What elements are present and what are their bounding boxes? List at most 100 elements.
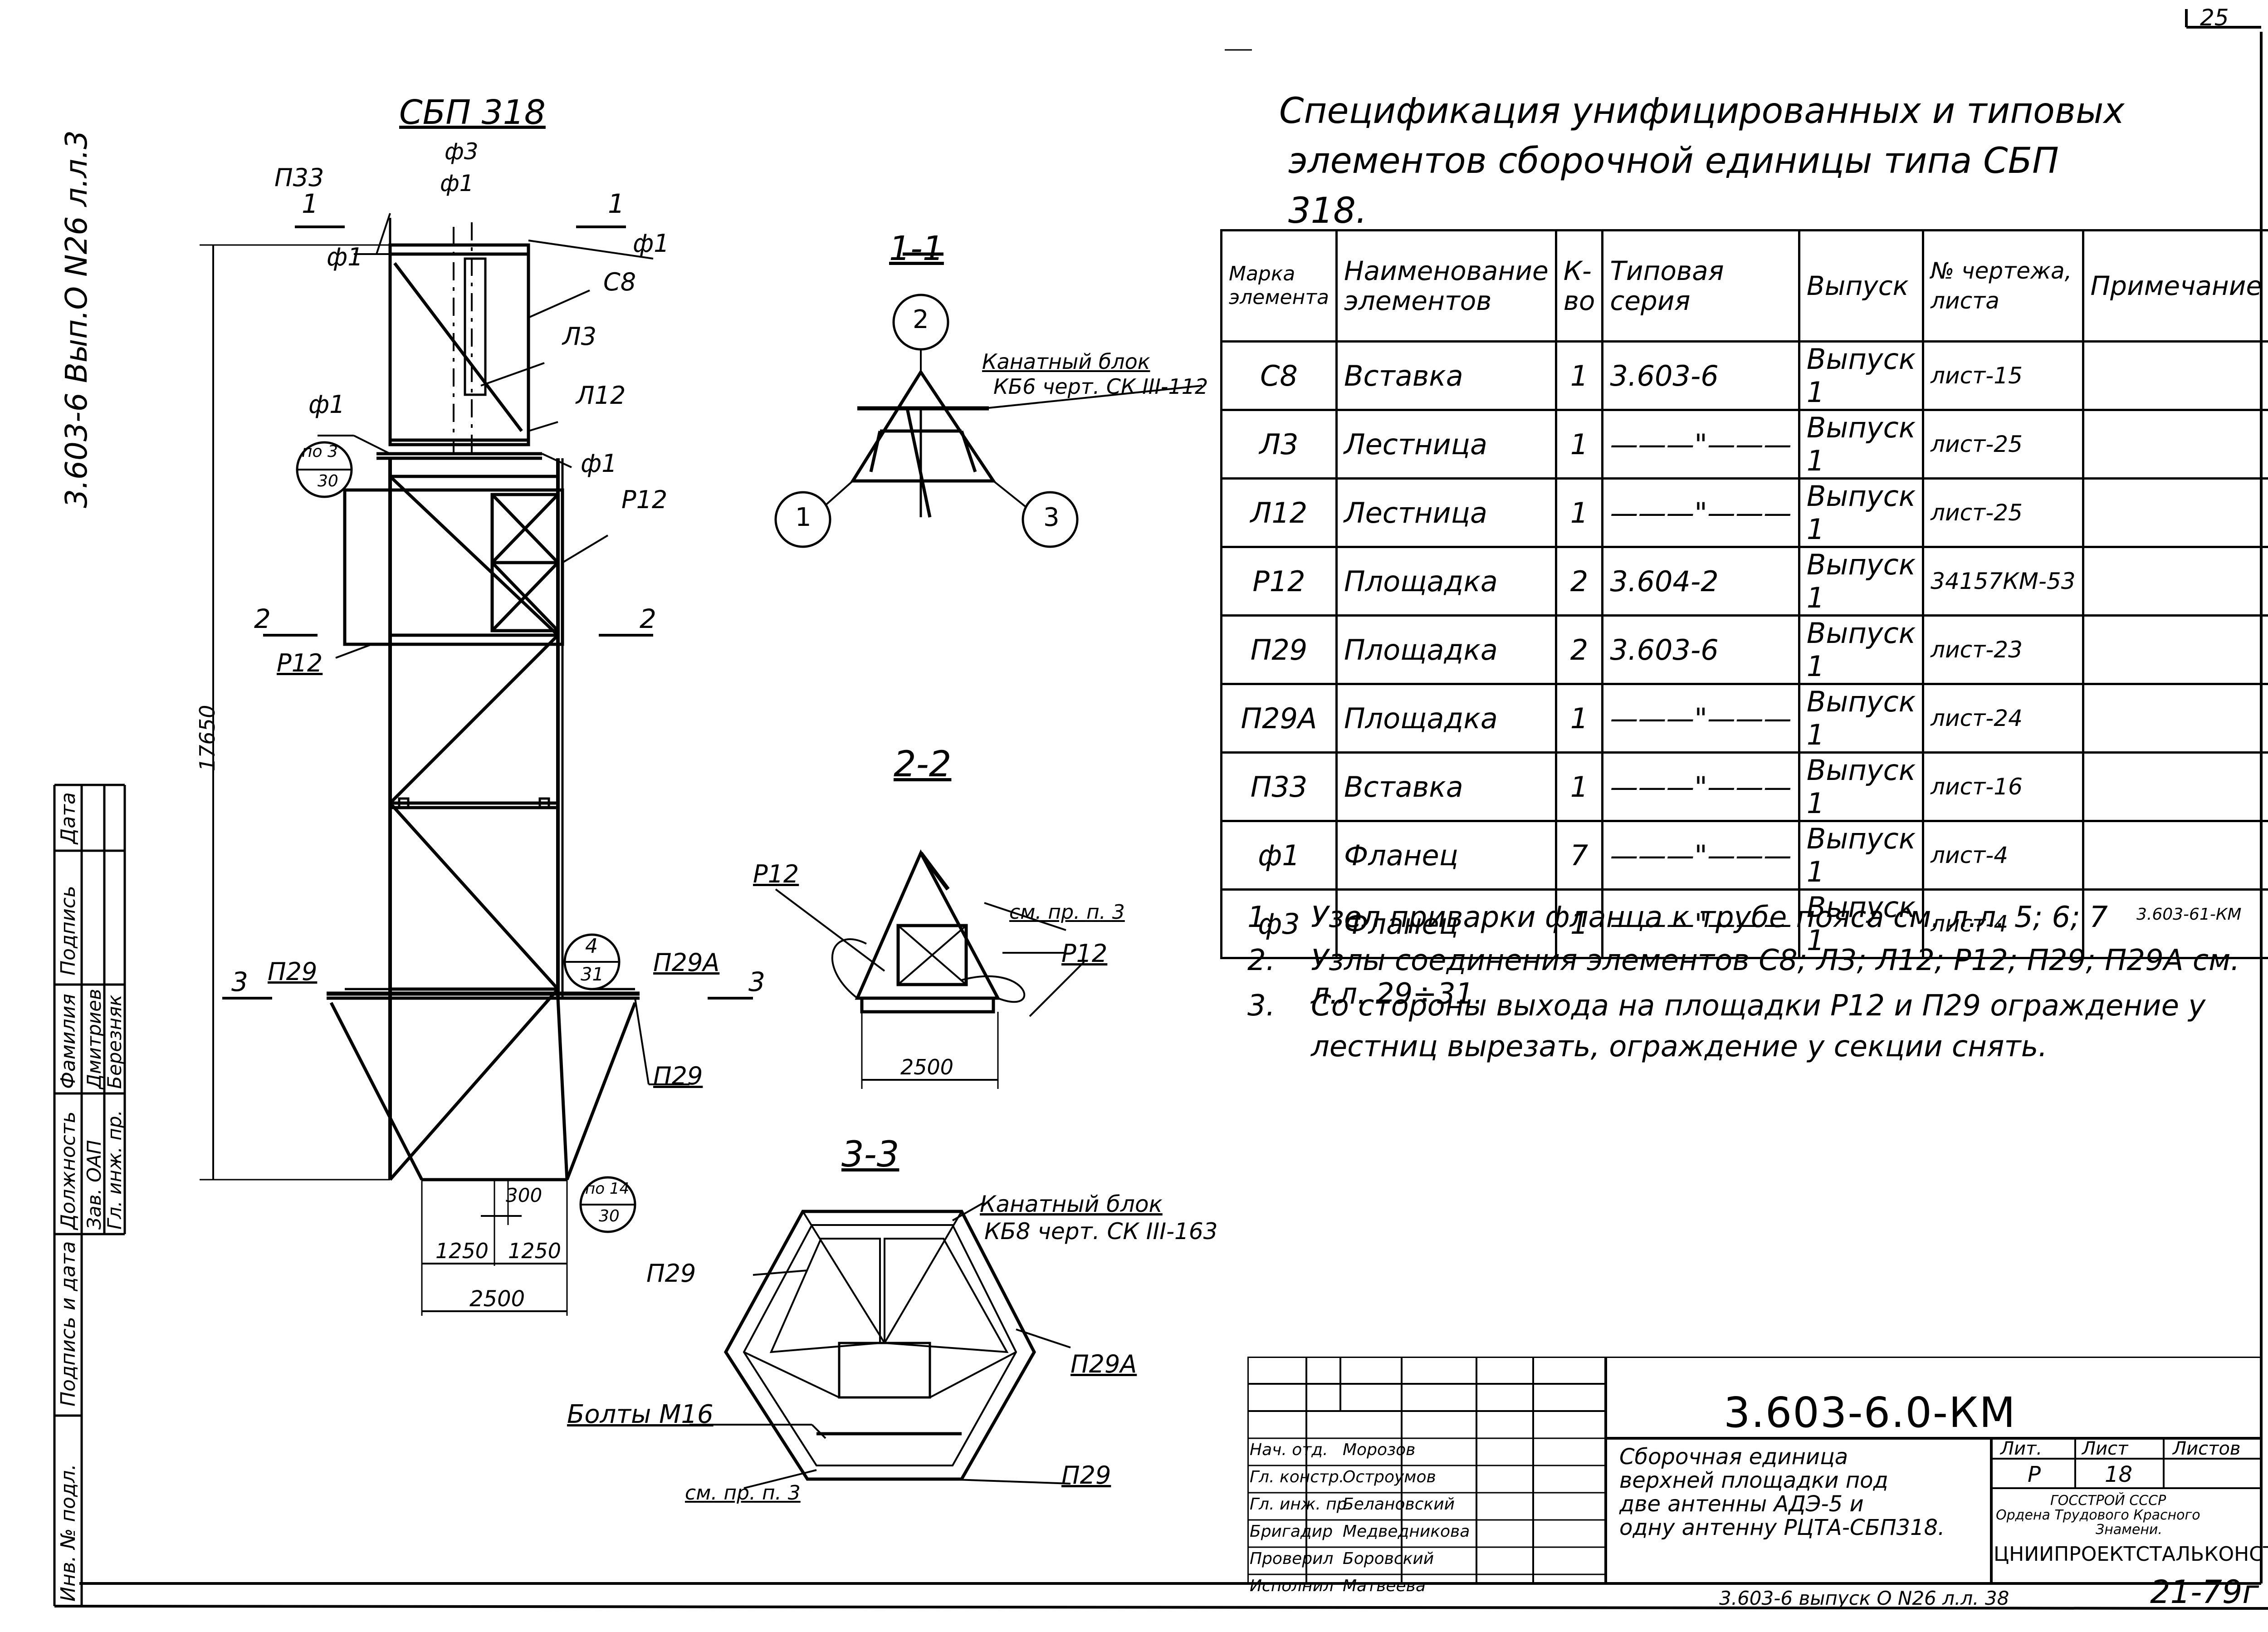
- org-line-1: ГОССТРОЙ СССР: [2050, 1493, 2166, 1509]
- spec-cell-note: [2082, 340, 2268, 411]
- page-number: 25: [2200, 5, 2229, 31]
- spec-header-series: Типовая серия: [1601, 229, 1800, 343]
- spec-cell-series: 3.603-6: [1601, 614, 1800, 685]
- spec-header-issue: Выпуск: [1798, 229, 1925, 343]
- section-2-2-note: см. пр. п. 3: [1009, 901, 1125, 924]
- role-title: Бригадир: [1250, 1522, 1333, 1541]
- spec-title-line-1: Спецификация унифицированных и типовых: [1279, 91, 2125, 132]
- spec-cell-drawing: 34157КМ-53: [1922, 546, 2084, 617]
- spec-cell-name: Площадка: [1335, 546, 1557, 617]
- spec-cell-series: ———"———: [1601, 820, 1800, 891]
- spec-cell-qty: 7: [1554, 820, 1604, 891]
- spec-cell-drawing: лист-16: [1922, 751, 2084, 822]
- block-note-kb8-2: КБ8 черт. СК III-163: [984, 1218, 1218, 1245]
- spec-cell-note: [2082, 409, 2268, 480]
- section-3-3-p29-left: П29: [646, 1259, 696, 1288]
- spec-cell-mark: Р12: [1220, 546, 1338, 617]
- note-number: 1.: [1247, 901, 1276, 934]
- spec-cell-qty: 1: [1554, 751, 1604, 822]
- spec-cell-drawing: лист-4: [1922, 888, 2084, 959]
- lit-value: Р: [2028, 1462, 2041, 1487]
- label-f1-mid-right: ф1: [581, 449, 617, 478]
- block-note-kb8-1: Канатный блок: [980, 1191, 1163, 1217]
- role-person: Медведникова: [1343, 1522, 1470, 1541]
- section-1-1-circle-2: 2: [913, 305, 929, 334]
- spec-cell-mark: П29: [1220, 614, 1338, 685]
- section-3-3-title: 3-3: [841, 1134, 899, 1175]
- role-title: Нач. отд.: [1250, 1441, 1328, 1459]
- label-p29-bottom: П29: [653, 1062, 703, 1090]
- callout-14-30-top: по 14: [585, 1180, 630, 1198]
- spec-cell-qty: 1: [1554, 340, 1604, 411]
- spec-cell-qty: 2: [1554, 614, 1604, 685]
- spec-cell-name: Лестница: [1335, 409, 1557, 480]
- note-number: 3.: [1247, 989, 1276, 1023]
- note-1-extra: 3.603-61-КМ: [2136, 905, 2242, 924]
- section-2-right: 2: [640, 603, 656, 634]
- role-title: Исполнил: [1250, 1577, 1334, 1595]
- spec-table: Марка элемента Наименование элементов К-…: [1220, 229, 2268, 959]
- bolts-label: Болты М16: [567, 1400, 714, 1429]
- sheet-label: Лист: [2082, 1438, 2128, 1459]
- spec-cell-drawing: лист-23: [1922, 614, 2084, 685]
- spec-title-line-2: элементов сборочной единицы типа СБП 318…: [1288, 141, 2059, 231]
- spec-cell-mark: ф1: [1220, 820, 1338, 891]
- dim-2500: 2500: [469, 1286, 525, 1312]
- spec-cell-qty: 1: [1554, 409, 1604, 480]
- section-1-1-drawing: [774, 252, 1202, 548]
- spec-cell-mark: Л12: [1220, 477, 1338, 548]
- callout-14-30-bottom: 30: [599, 1207, 620, 1225]
- note-number: 2.: [1247, 944, 1276, 977]
- spec-cell-series: ———"———: [1601, 751, 1800, 822]
- spec-cell-mark: С8: [1220, 340, 1338, 411]
- spec-header-mark: Марка элемента: [1220, 229, 1338, 343]
- label-r12-right: Р12: [621, 485, 668, 514]
- section-3-3-note: см. пр. п. 3: [685, 1481, 801, 1505]
- spec-cell-note: [2082, 477, 2268, 548]
- spec-cell-note: [2082, 546, 2268, 617]
- callout-3-30-bottom: 30: [318, 472, 338, 490]
- role-title: Гл. констр.: [1250, 1468, 1344, 1486]
- spec-cell-issue: Выпуск 1: [1798, 614, 1925, 685]
- spec-cell-qty: 1: [1554, 888, 1604, 959]
- section-2-2-p12-right: Р12: [1061, 939, 1108, 968]
- section-1-right: 1: [608, 188, 625, 219]
- dim-1250-right: 1250: [508, 1239, 562, 1263]
- spec-cell-note: [2082, 820, 2268, 891]
- label-p33: П33: [274, 163, 324, 192]
- role-title: Проверил: [1250, 1549, 1334, 1568]
- spec-cell-issue: Выпуск 1: [1798, 751, 1925, 822]
- spec-cell-series: ———"———: [1601, 888, 1800, 959]
- role-person: Морозов: [1343, 1441, 1416, 1459]
- spec-cell-note: [2082, 888, 2268, 959]
- spec-cell-name: Вставка: [1335, 340, 1557, 411]
- spec-cell-mark: ф3: [1220, 888, 1338, 959]
- spec-cell-issue: Выпуск 1: [1798, 409, 1925, 480]
- label-f1-mid-left: ф1: [308, 390, 345, 419]
- role-person: Матвеева: [1343, 1577, 1426, 1595]
- block-note-kb6-2: КБ6 черт. СК III-112: [993, 374, 1208, 399]
- spec-cell-name: Лестница: [1335, 477, 1557, 548]
- spec-header-drawing: № чертежа, листа: [1922, 229, 2084, 343]
- spec-cell-name: Вставка: [1335, 751, 1557, 822]
- section-2-2-title: 2-2: [894, 744, 952, 785]
- section-1-left: 1: [302, 188, 318, 219]
- spec-cell-issue: Выпуск 1: [1798, 683, 1925, 754]
- spec-cell-qty: 2: [1554, 546, 1604, 617]
- spec-cell-note: [2082, 614, 2268, 685]
- section-3-3-p29-bottom: П29: [1061, 1461, 1111, 1490]
- spec-cell-qty: 1: [1554, 477, 1604, 548]
- spec-cell-series: 3.603-6: [1601, 340, 1800, 411]
- title-block-frame: [1247, 1357, 2261, 1585]
- dim-300: 300: [506, 1184, 543, 1206]
- bottom-reference: 3.603-6 выпуск О N26 л.л. 38: [1719, 1587, 2009, 1609]
- description-line-2: верхней площадки под: [1619, 1468, 1888, 1493]
- spec-cell-note: [2082, 751, 2268, 822]
- section-3-3-drawing: [689, 1201, 1071, 1489]
